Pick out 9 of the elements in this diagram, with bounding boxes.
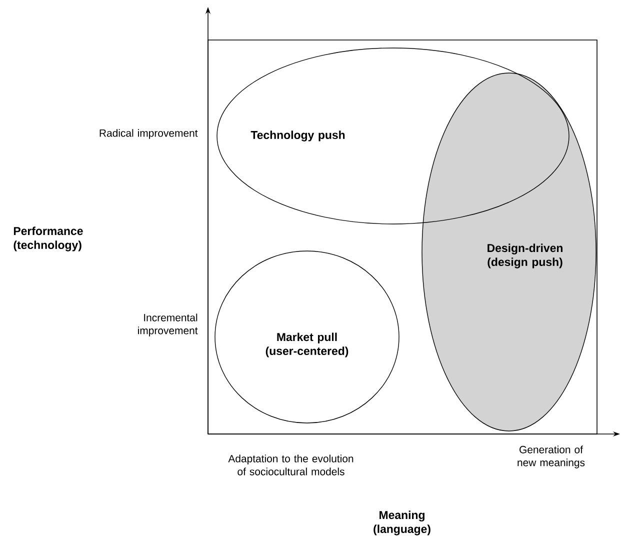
ellipse-region: Technology push [216, 48, 570, 224]
ellipse-region: Market pull (user-centered) [214, 250, 400, 424]
ellipse-region: Design-driven (design push) [422, 72, 596, 432]
axis-label: Meaning (language) [374, 510, 430, 536]
axis-label: Performance (technology) [14, 226, 83, 252]
axis-label: Generation of new meanings [518, 446, 585, 468]
axis-label: Incremental improvement [138, 314, 198, 336]
axis-label: Radical improvement [100, 129, 198, 139]
axis-label: Adaptation to the evolution of sociocultural models [228, 454, 354, 476]
